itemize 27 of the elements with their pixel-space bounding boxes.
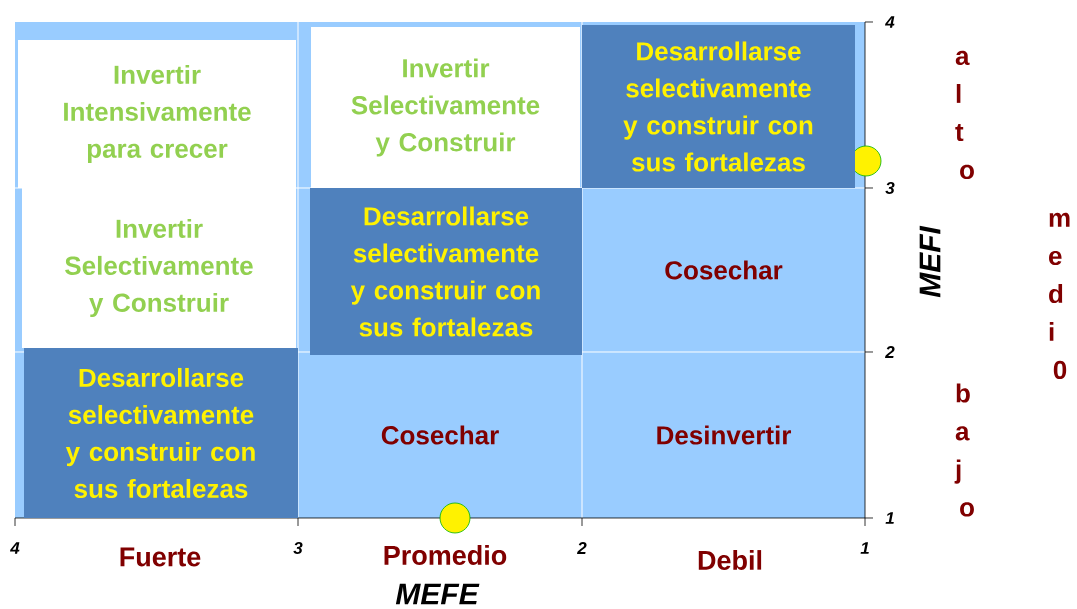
category-label: Fuerte bbox=[120, 547, 201, 567]
level-label: medi0 bbox=[1049, 212, 1070, 380]
strategy-text: Cosechar bbox=[381, 425, 499, 445]
category-label: Promedio bbox=[384, 545, 507, 565]
level-label: alto bbox=[955, 50, 974, 180]
tick-label: 4 bbox=[885, 16, 895, 28]
strategy-text: Cosechar bbox=[665, 260, 783, 280]
strategy-cell: Desarrollarse selectivamente y construir con sus fortalezas bbox=[310, 188, 582, 355]
strategy-cell: Invertir Intensivamente para crecer bbox=[18, 40, 296, 188]
tick-label: 2 bbox=[577, 542, 587, 554]
tick-label: 1 bbox=[860, 542, 869, 554]
tick-label: 4 bbox=[10, 542, 20, 554]
axis-title: MEFI bbox=[919, 225, 941, 298]
level-label: bajo bbox=[954, 383, 974, 517]
strategy-cell: Invertir Selectivamente y Construir bbox=[311, 27, 580, 188]
tick-label: 2 bbox=[885, 346, 895, 358]
strategy-cell: Invertir Selectivamente y Construir bbox=[22, 188, 296, 348]
node-label: Invertir Selectivamente y Construir bbox=[65, 218, 253, 318]
category-label: Debil bbox=[698, 550, 762, 570]
tick-label: 3 bbox=[293, 541, 303, 554]
strategy-cell: Desarrollarse selectivamente y construir con sus fortalezas bbox=[24, 348, 298, 518]
strategy-text: Desinvertir bbox=[657, 425, 791, 445]
axis-title: MEFE bbox=[395, 583, 480, 605]
tick-label: 3 bbox=[885, 181, 895, 194]
tick-label: 1 bbox=[885, 512, 894, 524]
node-label: Invertir Intensivamente para crecer bbox=[64, 64, 251, 164]
strategy-cell: Desarrollarse selectivamente y construir con sus fortalezas bbox=[582, 25, 855, 188]
